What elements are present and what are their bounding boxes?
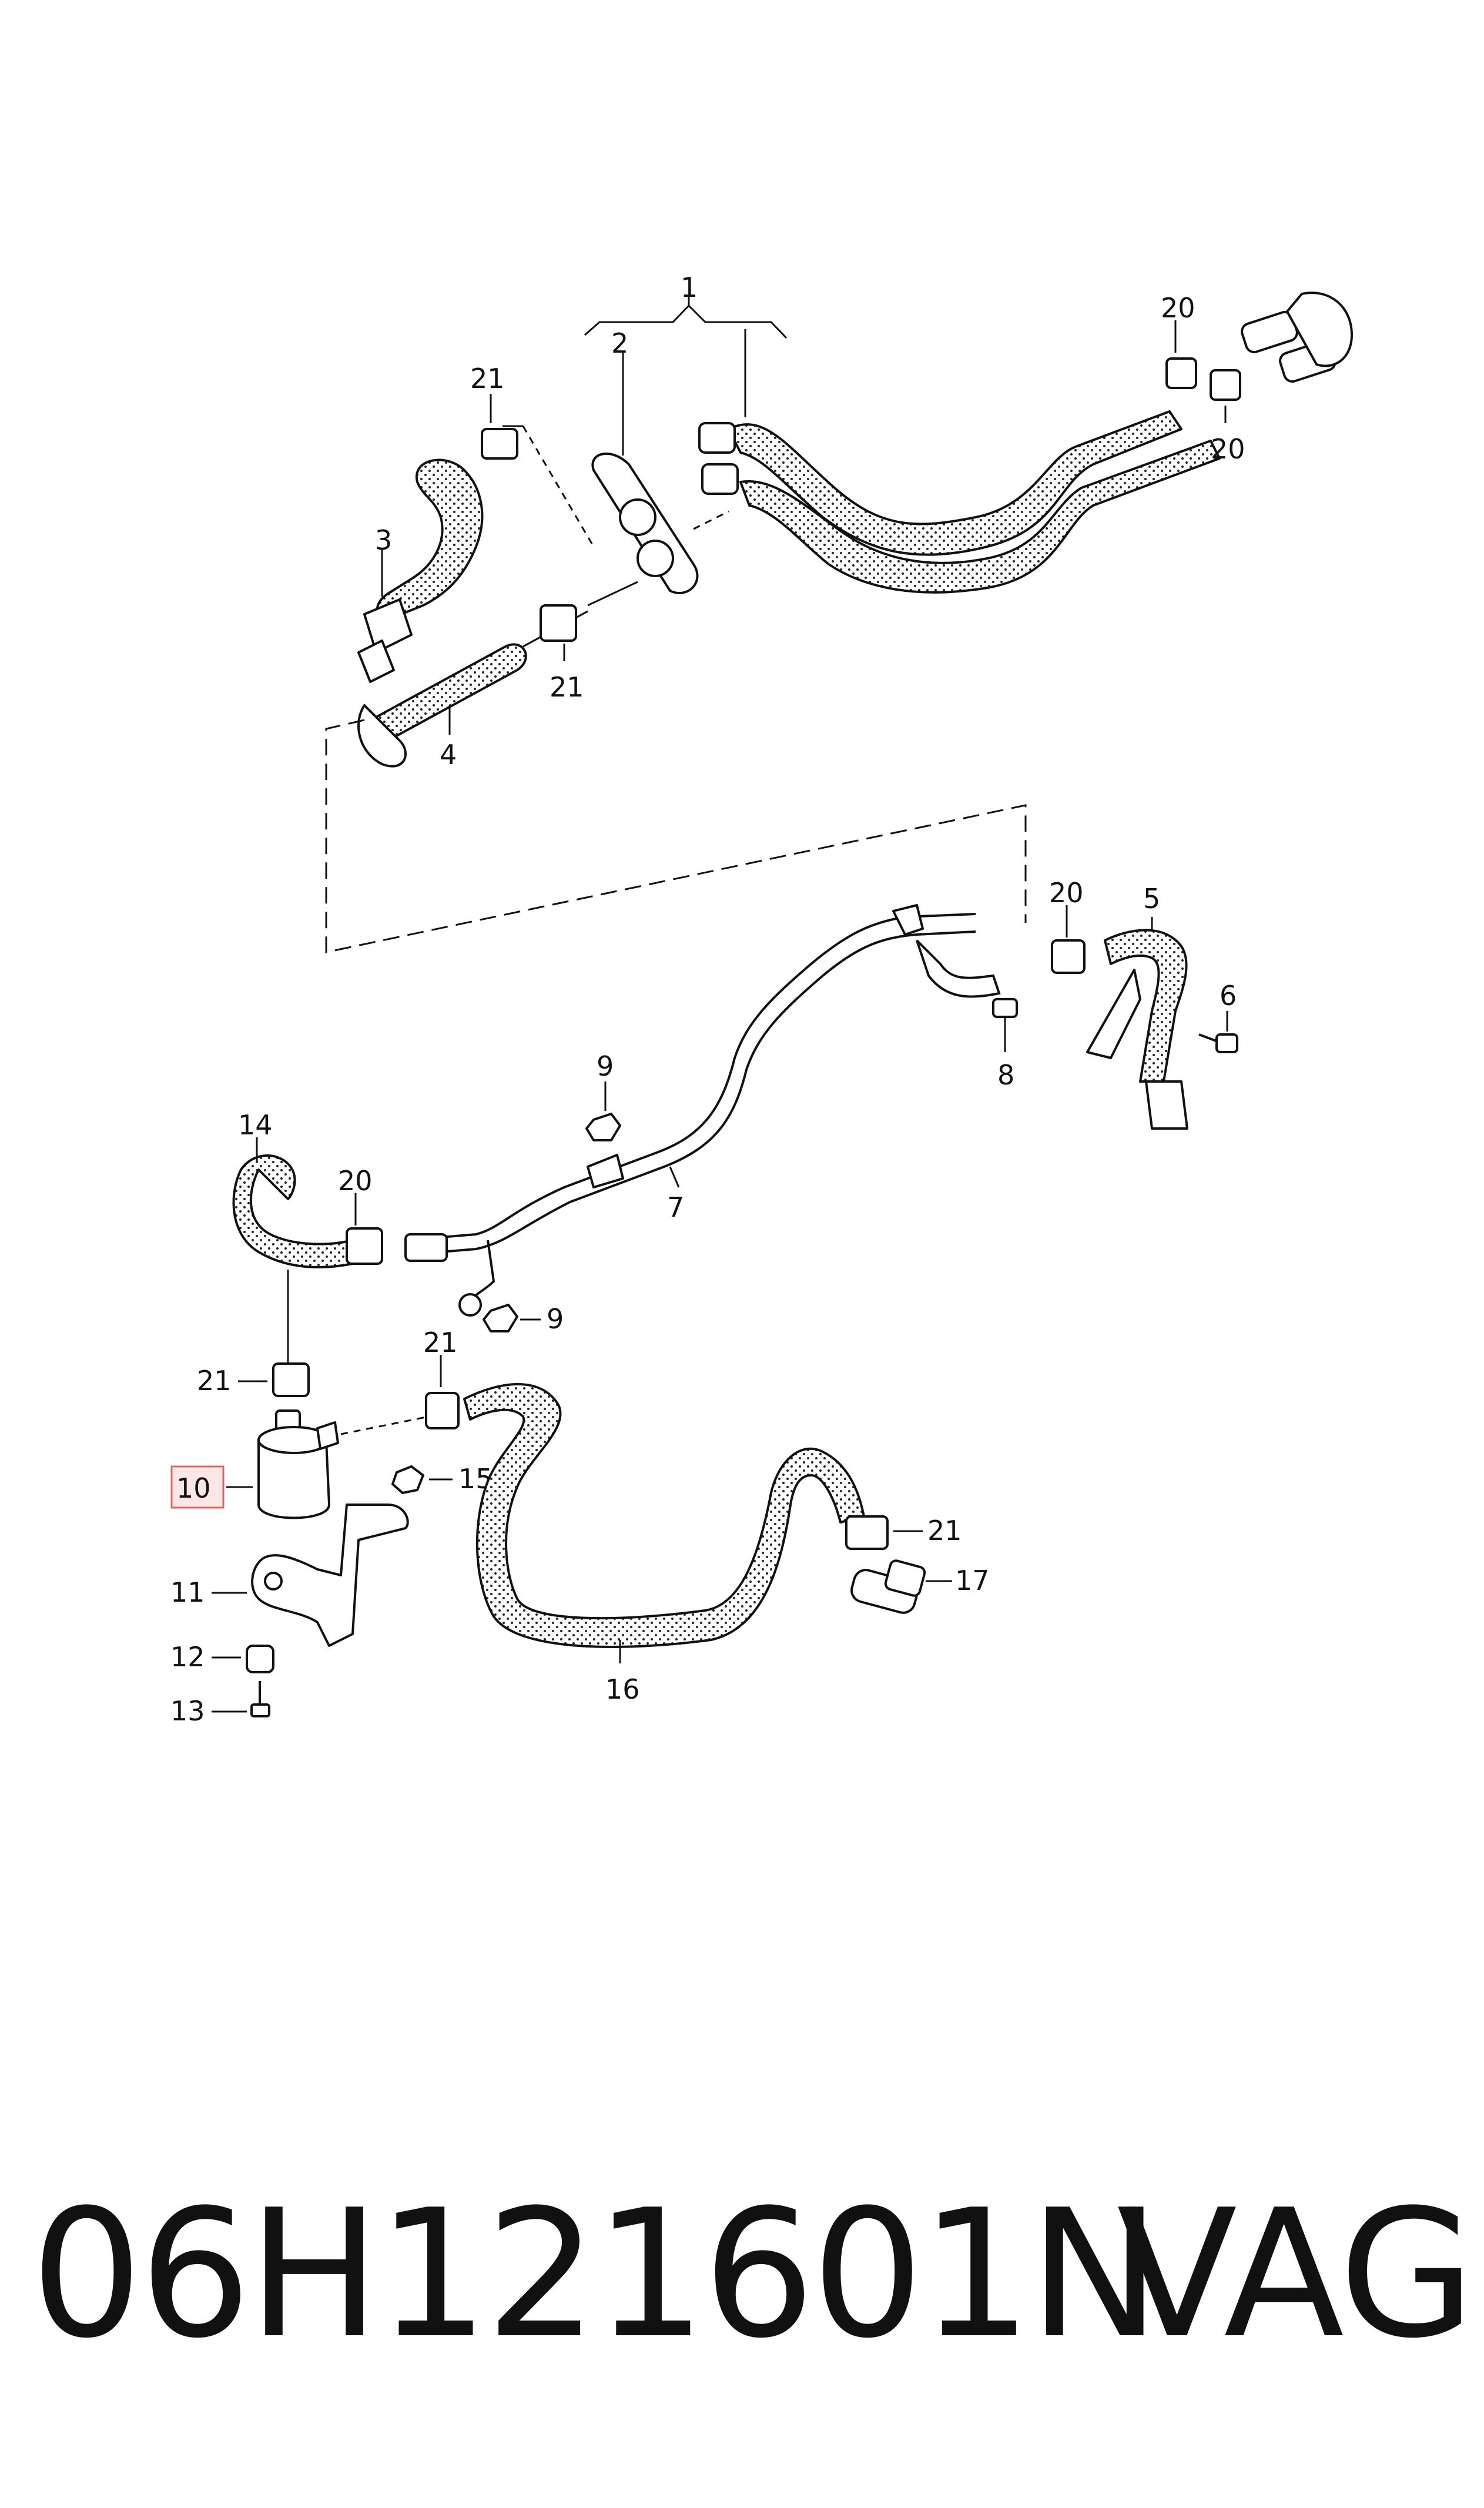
callout-21b: 21 (550, 671, 584, 703)
part-7-pipe: 7 (404, 904, 1001, 1317)
callout-21c: 21 (197, 1365, 232, 1397)
clip-20-top-b: 20 (1210, 369, 1245, 465)
part-1-double-hose (698, 292, 1353, 594)
callout-2: 2 (611, 327, 628, 359)
callout-8: 8 (997, 1059, 1014, 1091)
part-number: 06H121601N (31, 2172, 1161, 2377)
part-11-bracket: 11 (170, 1504, 409, 1647)
part-17-connector: 17 (850, 1559, 990, 1614)
part-9-nut-a: 9 (585, 1050, 621, 1141)
callout-3: 3 (375, 524, 392, 556)
callout-4: 4 (440, 739, 457, 771)
callout-12: 12 (170, 1641, 205, 1673)
part-14-hose: 14 (232, 1109, 354, 1369)
clip-20-top-a: 20 (1161, 292, 1197, 389)
part-6-bolt: 6 (1198, 980, 1238, 1053)
callout-20c: 20 (1049, 877, 1084, 909)
callout-1: 1 (681, 272, 698, 303)
part-8-bolt: 8 (992, 998, 1018, 1091)
callout-10-highlight (170, 1465, 225, 1509)
callout-11: 11 (170, 1576, 205, 1608)
connection-dashed (325, 719, 1027, 953)
part-9-nut-b: 9 (483, 1303, 564, 1335)
callout-20a: 20 (1161, 292, 1195, 324)
part-2-flange-plate: 2 (587, 327, 729, 607)
callout-16: 16 (605, 1673, 640, 1705)
clip-21-lower-mid: 21 (423, 1327, 460, 1429)
clip-21-lower-right: 21 (845, 1515, 962, 1550)
callout-14: 14 (238, 1109, 273, 1141)
brand-label: VAG (1117, 2172, 1475, 2377)
part-15-nut: 15 (391, 1463, 493, 1495)
callout-10: 10 (176, 1472, 211, 1504)
callout-9a: 9 (597, 1050, 614, 1082)
callout-20b: 20 (1211, 433, 1245, 465)
parts-diagram: 1 2 3 4 (170, 272, 1353, 1727)
callout-7: 7 (667, 1191, 684, 1223)
clip-21-upper-a: 21 (470, 363, 518, 460)
callout-21e: 21 (927, 1515, 962, 1546)
callout-5: 5 (1143, 883, 1160, 915)
clip-21-pump: 21 (197, 1362, 310, 1397)
callout-13: 13 (170, 1695, 205, 1727)
part-3-hose: 3 (357, 425, 595, 683)
callout-20d: 20 (338, 1165, 373, 1197)
callout-21a: 21 (470, 363, 505, 394)
callout-17: 17 (955, 1565, 990, 1596)
clip-20-left: 20 (338, 1165, 383, 1265)
callout-6: 6 (1220, 980, 1237, 1012)
part-13-bolt: 13 (170, 1681, 270, 1727)
callout-9b: 9 (547, 1303, 564, 1335)
bracket-1: 1 (584, 272, 788, 339)
clip-20-mid: 20 (1049, 877, 1086, 974)
callout-21d: 21 (423, 1327, 458, 1358)
part-16-hose: 16 (463, 1383, 865, 1705)
part-5-hose: 5 (1086, 883, 1188, 1130)
part-10-pump: 10 (170, 1409, 430, 1519)
clip-21-upper-b: 21 (540, 604, 584, 703)
part-12-grommet: 12 (170, 1641, 274, 1673)
part-4-hose: 4 (357, 610, 588, 771)
